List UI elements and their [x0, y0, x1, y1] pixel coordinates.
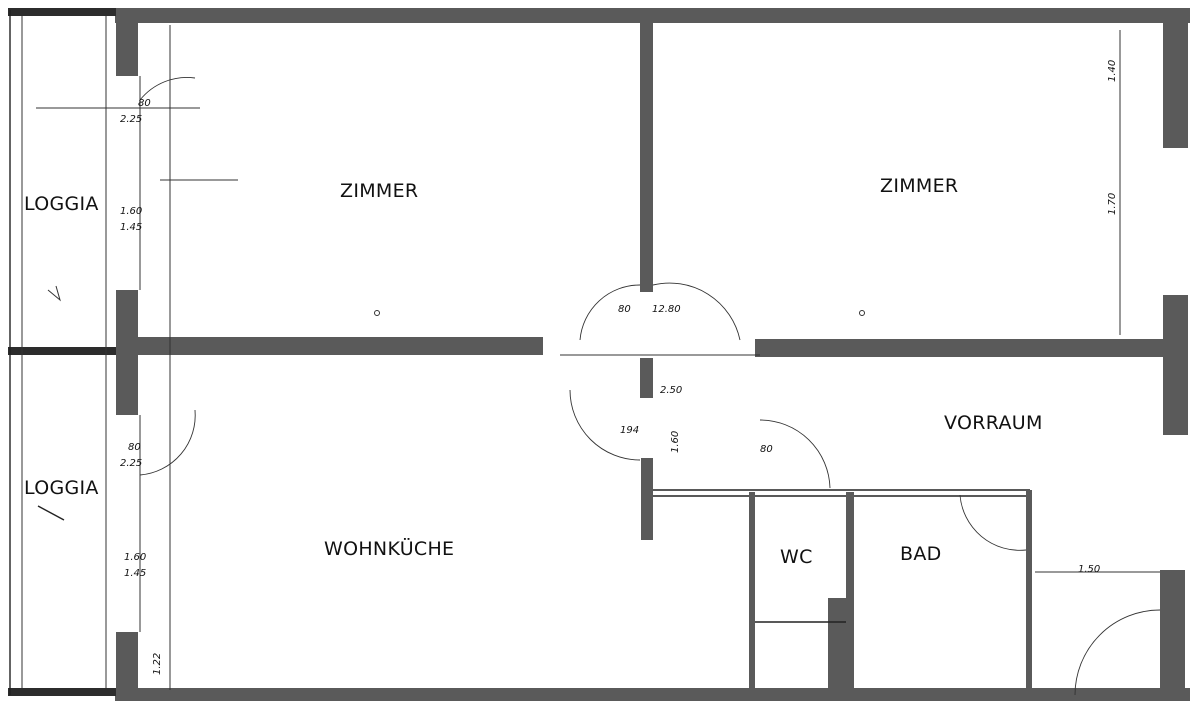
dim-145-bottom: 1.45	[124, 568, 146, 579]
dim-80-wc: 80	[760, 444, 773, 455]
door-swing-loggia-top	[139, 77, 196, 101]
dim-250: 2.50	[660, 385, 682, 396]
wall-right-low	[1160, 570, 1185, 695]
wall-top	[115, 8, 1190, 23]
door-swing-entrance	[1074, 609, 1161, 696]
room-label-zimmer-left: ZIMMER	[340, 180, 418, 202]
wall-right-mid	[1163, 295, 1188, 435]
dim-80-center: 80	[618, 304, 631, 315]
dim-194: 194	[620, 425, 639, 436]
wall-wc-bad	[846, 492, 854, 692]
loggia-mid-rail	[8, 347, 116, 355]
room-labels: ZIMMER ZIMMER LOGGIA LOGGIA VORRAUM WOHN…	[24, 175, 1043, 568]
door-swing-bad	[959, 494, 1027, 551]
door-swing-kitchen	[569, 389, 641, 461]
dim-80-top: 80	[138, 98, 151, 109]
mark-zimmer-right	[859, 310, 865, 316]
wall-left-mid	[116, 290, 138, 415]
wall-bad-right	[1026, 490, 1032, 695]
exterior-walls	[8, 8, 1190, 701]
room-label-loggia-top: LOGGIA	[24, 193, 99, 215]
room-label-wc: WC	[780, 546, 813, 568]
door-swing-wc	[759, 419, 831, 489]
interior-walls	[138, 22, 1163, 695]
dim-140: 1.40	[1107, 60, 1118, 82]
mark-loggia-bottom	[37, 505, 65, 521]
room-label-vorraum: VORRAUM	[944, 412, 1043, 434]
wall-wc-left	[749, 492, 755, 692]
room-label-bad: BAD	[900, 543, 942, 565]
loggia-bottom-rail	[8, 688, 116, 696]
wall-horizontal-right	[755, 339, 1163, 357]
room-label-loggia-bottom: LOGGIA	[24, 477, 99, 499]
dimension-labels: 80 2.25 1.60 1.45 80 2.25 1.60 1.45 80 1…	[120, 60, 1118, 675]
loggia-top-rail	[8, 8, 116, 16]
wall-horizontal-left	[138, 337, 543, 355]
room-label-zimmer-right: ZIMMER	[880, 175, 958, 197]
door-swing-zimmer-right	[652, 282, 741, 341]
wall-vertical-kitchen	[641, 458, 653, 540]
door-swing-zimmer-left	[579, 284, 641, 341]
wall-vertical-center	[640, 22, 653, 292]
doors	[139, 77, 1161, 696]
dim-150: 1.50	[1078, 564, 1100, 575]
door-swing-loggia-bottom	[139, 409, 196, 476]
dim-170: 1.70	[1107, 193, 1118, 215]
dim-122: 1.22	[152, 653, 163, 675]
wall-vertical-center-low	[640, 358, 653, 398]
dim-160-bottom: 1.60	[124, 552, 146, 563]
mark-zimmer-left	[374, 310, 380, 316]
wall-left-top	[116, 8, 138, 76]
dim-80-bottom: 80	[128, 442, 141, 453]
room-label-wohnkueche: WOHNKÜCHE	[324, 537, 454, 560]
dim-160-center: 1.60	[670, 431, 681, 453]
wall-shaft	[828, 598, 850, 690]
dim-160-top: 1.60	[120, 206, 142, 217]
dim-1280: 12.80	[652, 304, 681, 315]
sketch-marks	[36, 25, 1160, 690]
dim-145-top: 1.45	[120, 222, 142, 233]
wall-bottom	[115, 688, 1190, 701]
dim-225-top: 2.25	[120, 114, 142, 125]
wall-right	[1163, 8, 1188, 148]
mark-loggia-top	[47, 285, 61, 302]
dim-225-bottom: 2.25	[120, 458, 142, 469]
wall-left-bottom	[116, 632, 138, 695]
